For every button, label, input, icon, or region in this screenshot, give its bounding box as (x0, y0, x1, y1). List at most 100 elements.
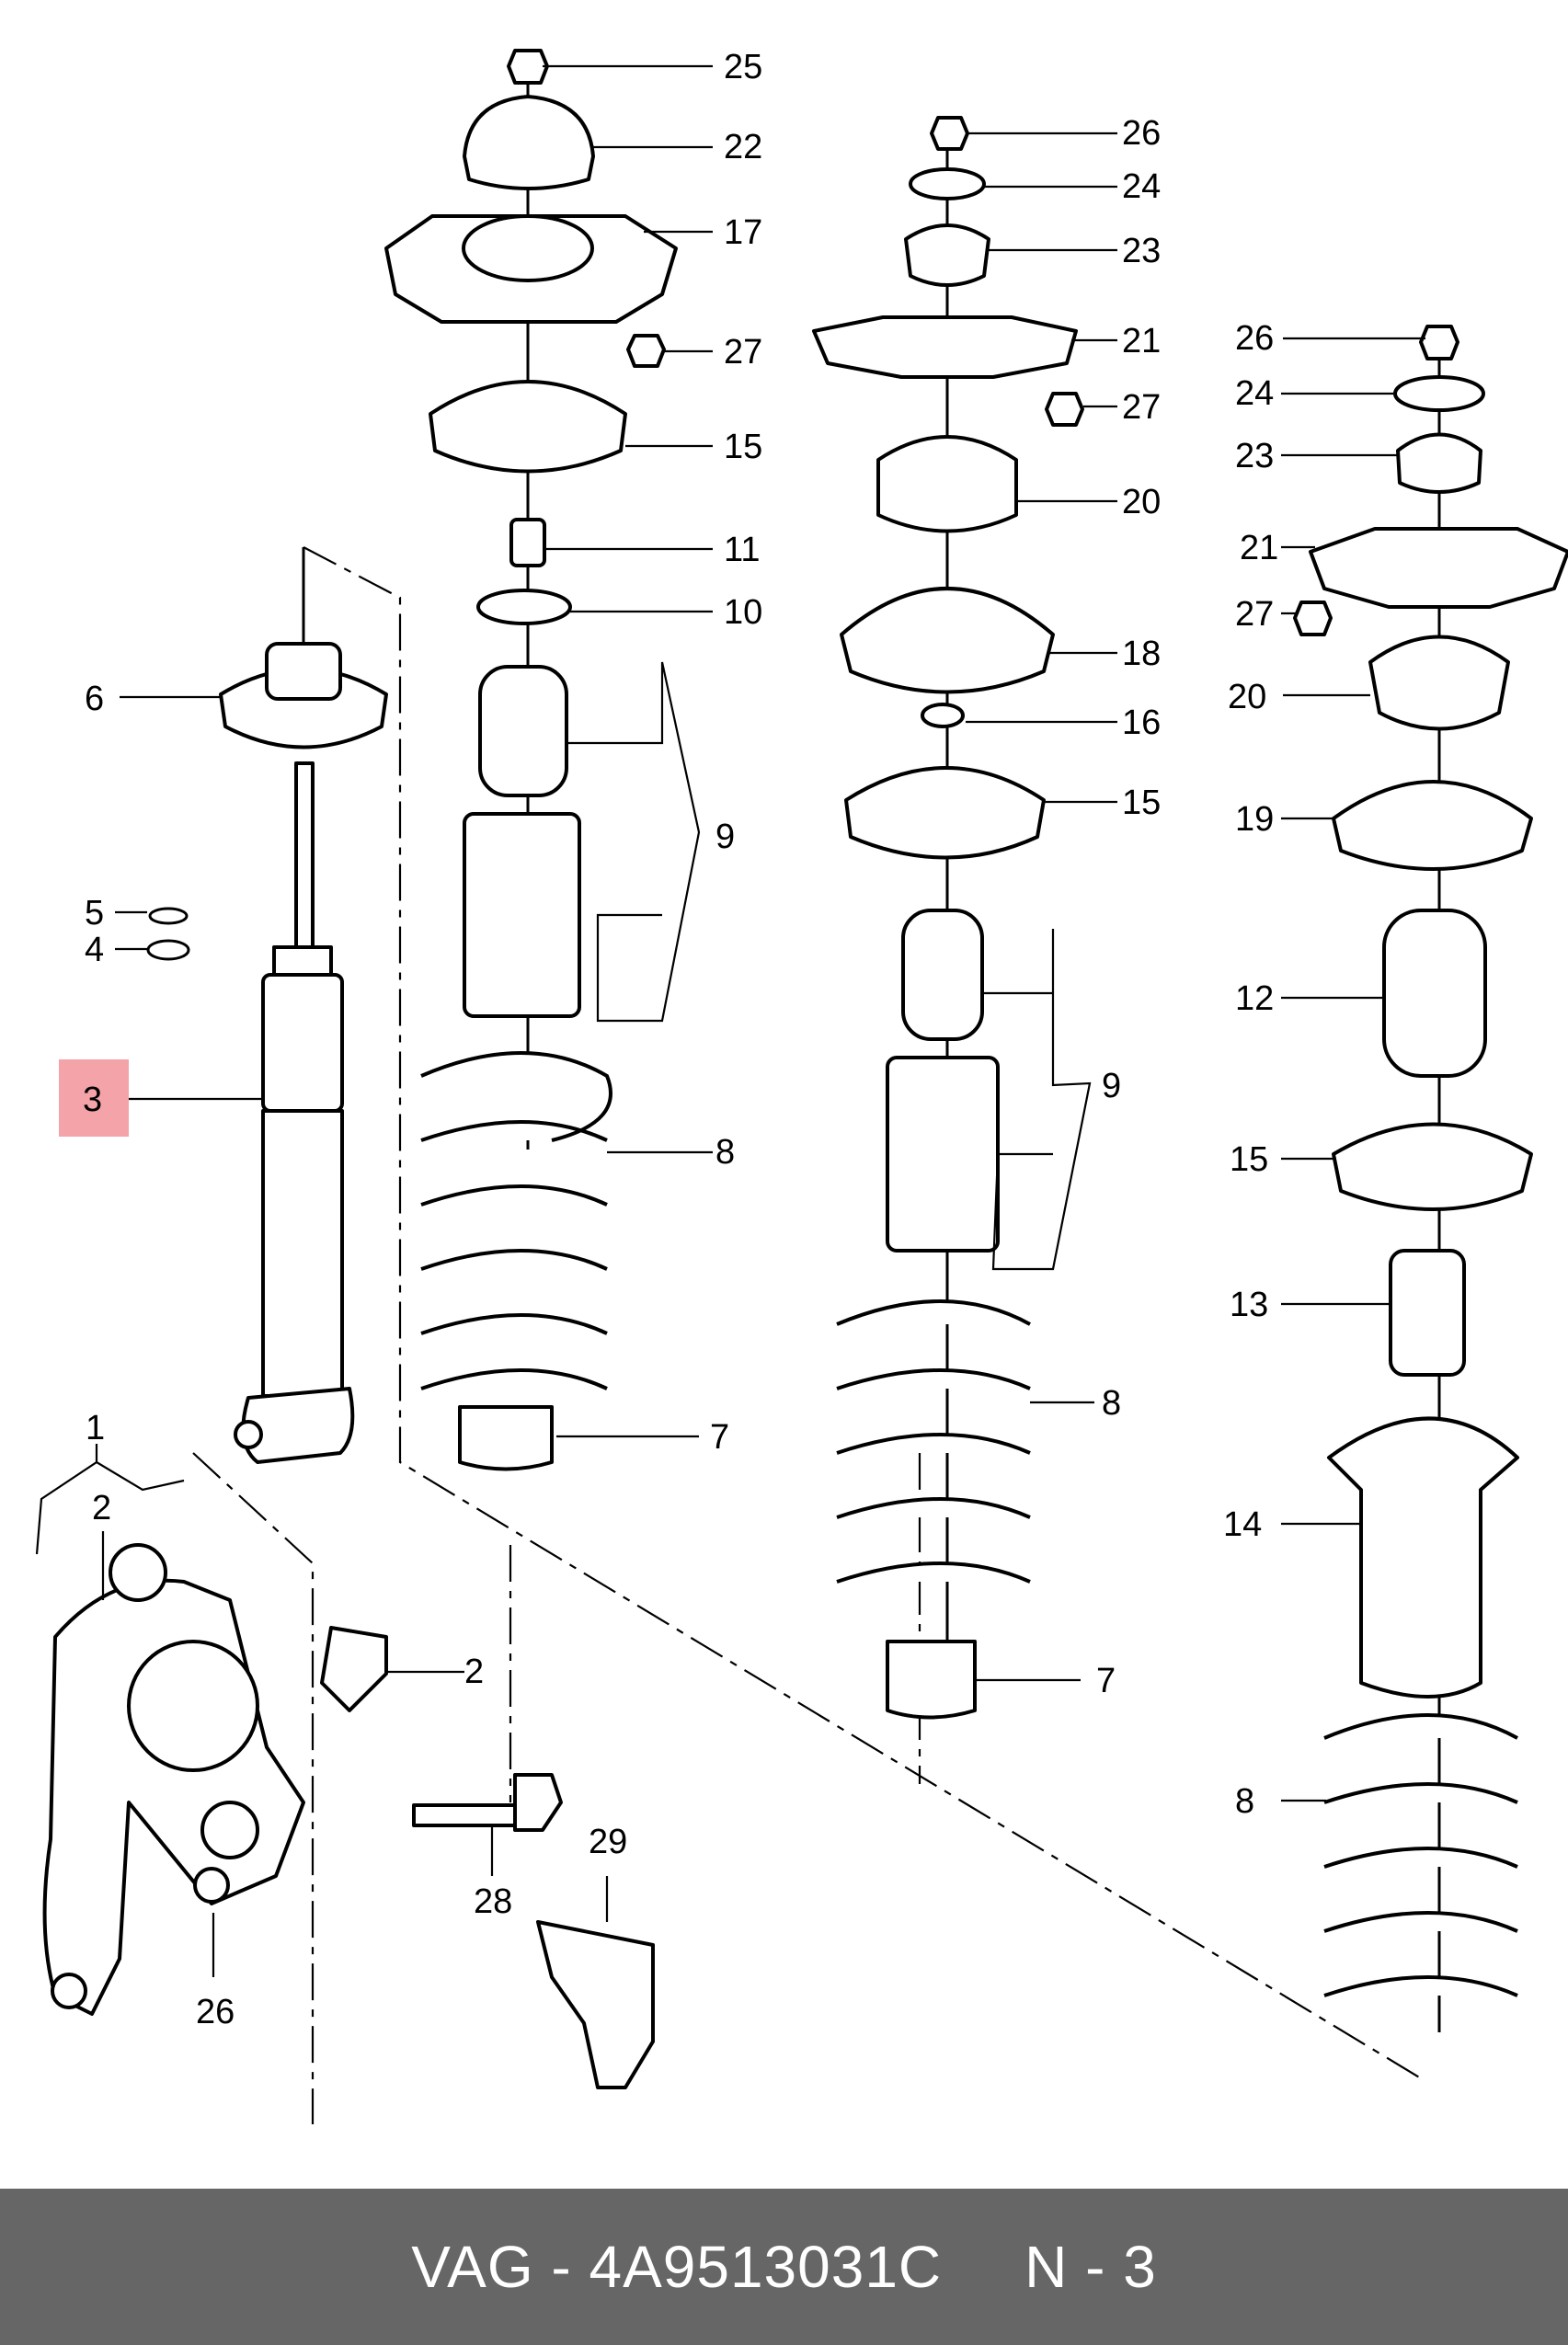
nut-27-right (1293, 601, 1333, 636)
callout-22: 22 (724, 128, 762, 166)
mount-17-boss (462, 214, 594, 282)
callout-13: 13 (1230, 1286, 1268, 1324)
callout-23-right: 23 (1235, 437, 1274, 475)
strut-assembly-middle (384, 49, 678, 1471)
bolt-28-head (513, 1773, 563, 1832)
spring-seat-15-right (1332, 1122, 1533, 1211)
callout-19: 19 (1235, 800, 1274, 839)
callout-21-center: 21 (1122, 322, 1161, 360)
callout-10: 10 (724, 593, 762, 632)
sleeve-13 (1389, 1249, 1466, 1377)
bushing-2 (320, 1626, 388, 1712)
hub-bore (127, 1640, 259, 1772)
washer-16 (921, 703, 965, 728)
spring-seat-15 (429, 380, 627, 474)
washer-4 (146, 939, 190, 961)
carrier-bottom-eye (51, 1973, 87, 2009)
mount-21-right (1309, 527, 1568, 609)
wheel-carrier-assembly (42, 1543, 655, 2089)
callout-8-center: 8 (1102, 1384, 1121, 1423)
callout-3: 3 (83, 1081, 102, 1119)
nut-27 (626, 334, 666, 368)
nut-26 (193, 1867, 230, 1904)
shock-lower-body (261, 1109, 344, 1398)
callout-27-right: 27 (1235, 595, 1274, 634)
brand-label: VAG (411, 2234, 534, 2300)
washer-10 (476, 589, 572, 625)
bump-stop-9 (478, 665, 568, 797)
top-mount-bushing (265, 642, 342, 701)
dust-cover-9 (463, 812, 581, 1018)
stop-22 (463, 95, 595, 190)
bracket-29 (536, 1920, 655, 2089)
callout-14: 14 (1223, 1505, 1262, 1544)
piston-rod (294, 761, 315, 949)
separator: - (533, 2234, 589, 2300)
strut-assembly-right (1293, 325, 1568, 2032)
washer-24-center (909, 167, 986, 200)
callout-27-middle: 27 (724, 333, 762, 372)
callout-15-center: 15 (1122, 784, 1161, 822)
callout-20-right: 20 (1228, 678, 1266, 716)
mount-21-center (812, 315, 1078, 379)
callout-1: 1 (86, 1409, 105, 1447)
callout-8-middle: 8 (715, 1133, 735, 1172)
spring-seat-15-center (844, 766, 1046, 860)
bearing-20-center (876, 435, 1018, 533)
shock-eye (234, 1420, 263, 1449)
callout-4: 4 (85, 931, 104, 969)
bearing-23-right (1396, 432, 1482, 494)
callout-7-center: 7 (1096, 1662, 1116, 1700)
callout-26-center: 26 (1122, 114, 1161, 153)
bushing-11 (509, 518, 546, 567)
dust-cover-9-center (886, 1056, 1000, 1253)
selected-part-highlight (59, 1059, 129, 1137)
bump-stop-9-center (901, 909, 984, 1041)
callout-2-bushing: 2 (464, 1653, 484, 1691)
part-number-footer: VAG - 4A9513031C N - 3 (0, 2189, 1568, 2345)
callout-7-middle: 7 (710, 1418, 729, 1457)
callout-6: 6 (85, 680, 104, 718)
seat-7-center (886, 1640, 977, 1720)
callout-8-right: 8 (1235, 1782, 1254, 1821)
callout-29: 29 (589, 1823, 627, 1861)
callout-16: 16 (1122, 704, 1161, 742)
carrier-top-eye (109, 1543, 167, 1602)
coil-spring-8 (420, 1051, 612, 1390)
nut-26-right (1419, 325, 1459, 360)
boot-14 (1327, 1416, 1519, 1699)
seat-7 (458, 1405, 554, 1471)
bump-stop-12 (1382, 909, 1487, 1078)
nut-25 (507, 49, 549, 85)
washer-24-right (1393, 375, 1485, 412)
leader-lines (35, 64, 1425, 1977)
callout-25: 25 (724, 48, 762, 86)
callout-15-middle: 15 (724, 428, 762, 466)
exploded-suspension-diagram: 25 22 17 27 15 11 10 9 8 7 6 5 4 3 1 2 2… (35, 48, 1568, 2124)
callout-26-right: 26 (1235, 319, 1274, 358)
assembly-guide-lines (192, 546, 1422, 2124)
nut-26-center (930, 116, 969, 151)
callout-18: 18 (1122, 635, 1161, 673)
callout-24-center: 24 (1122, 167, 1161, 206)
rod-guide (272, 945, 333, 977)
callout-11: 11 (724, 531, 760, 569)
bearing-20-right (1368, 635, 1510, 731)
callout-26-left: 26 (196, 1993, 235, 2031)
callout-9-middle: 9 (715, 818, 735, 856)
callout-2-carrier: 2 (92, 1489, 111, 1527)
cap-18 (840, 587, 1055, 694)
callout-23-center: 23 (1122, 232, 1161, 270)
carrier-mount-hole (200, 1801, 259, 1859)
callout-5: 5 (85, 894, 104, 932)
shock-absorber-assembly (146, 547, 388, 1464)
callout-numbers: 25 22 17 27 15 11 10 9 8 7 6 5 4 3 1 2 2… (83, 48, 1278, 2031)
callout-20-center: 20 (1122, 483, 1161, 521)
shock-upper-body (261, 973, 344, 1113)
cup-19 (1332, 780, 1533, 871)
callout-17: 17 (724, 213, 762, 252)
callout-9-center: 9 (1102, 1067, 1121, 1105)
callout-12: 12 (1235, 979, 1274, 1018)
coil-spring-8-right (1323, 1713, 1518, 1997)
